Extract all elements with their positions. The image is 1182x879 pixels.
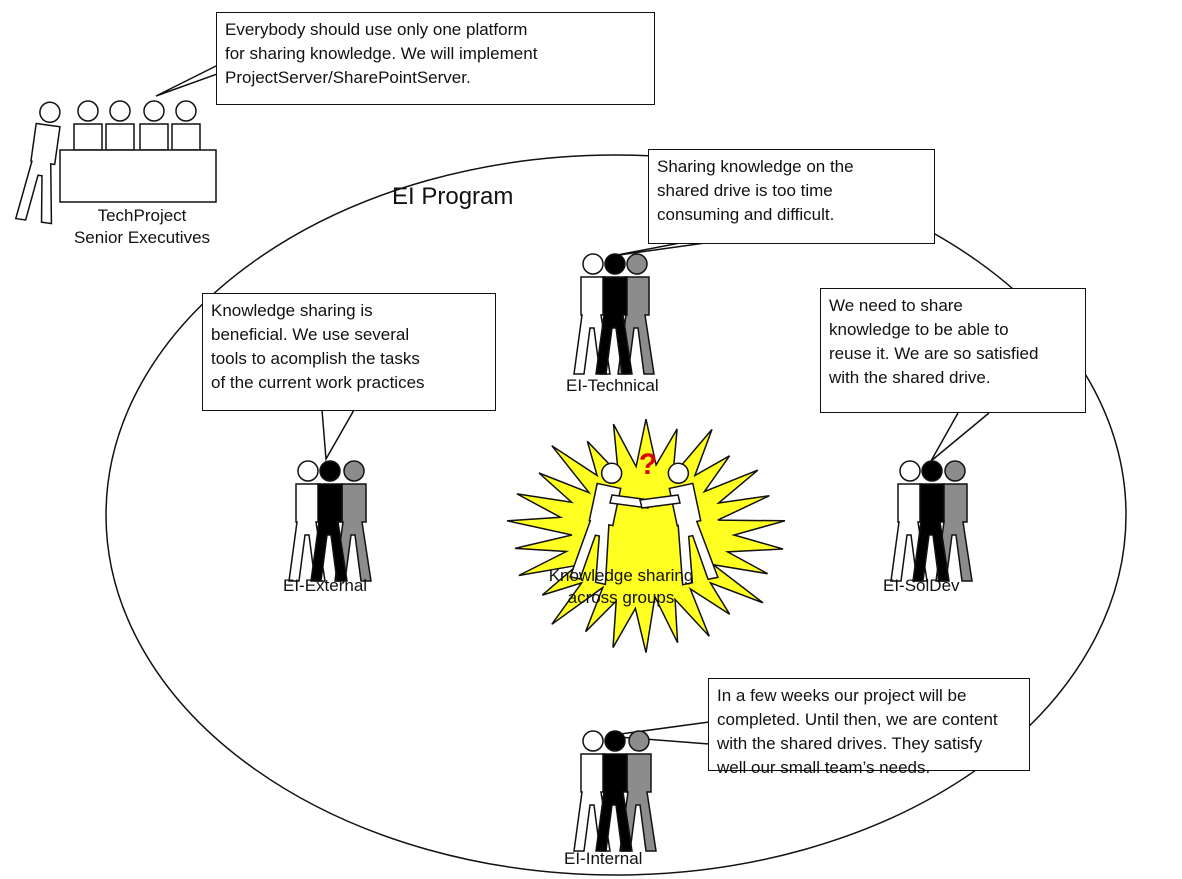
executives-label-line1: TechProject [97,206,187,225]
soldev-callout-line4: with the shared drive. [829,368,991,387]
internal-callout-line4: well our small team’s needs. [717,758,931,777]
external-callout-line2: beneficial. We use several [211,325,410,344]
center-label-line2: across groups [567,588,675,607]
external-callout-tail [321,409,355,462]
executives-callout-line1: Everybody should use only one platform [225,20,528,39]
technical-callout-line3: consuming and difficult. [657,205,835,224]
internal-callout-line1: In a few weeks our project will be [717,686,967,705]
executives-callout-line3: ProjectServer/SharePointServer. [225,68,471,87]
technical-callout: Sharing knowledge on the shared drive is… [648,149,935,244]
external-label: EI-External [283,576,368,595]
soldev-callout-line1: We need to share [829,296,963,315]
executives-label: TechProject Senior Executives [52,205,232,249]
external-callout: Knowledge sharing is beneficial. We use … [202,293,496,411]
knowledge-sharing-starburst [506,418,786,653]
executives-figure [15,98,217,225]
technical-label: EI-Technical [566,376,659,395]
external-callout-line1: Knowledge sharing is [211,301,373,320]
executives-callout: Everybody should use only one platform f… [216,12,655,105]
soldev-callout-line3: reuse it. We are so satisfied [829,344,1039,363]
external-callout-line3: tools to acomplish the tasks [211,349,420,368]
executives-label-line2: Senior Executives [73,228,211,247]
executives-callout-line2: for sharing knowledge. We will implement [225,44,538,63]
handshake-figures [569,458,719,586]
question-mark: ? [639,448,657,481]
technical-callout-line1: Sharing knowledge on the [657,157,854,176]
soldev-callout: We need to share knowledge to be able to… [820,288,1086,413]
technical-callout-line2: shared drive is too time [657,181,833,200]
soldev-callout-line2: knowledge to be able to [829,320,1009,339]
program-title: EI Program [392,183,514,210]
internal-label: EI-Internal [564,849,643,868]
soldev-label: EI-SolDev [883,576,960,595]
internal-callout: In a few weeks our project will be compl… [708,678,1030,777]
center-label-line1: Knowledge sharing [548,566,694,585]
external-callout-line4: of the current work practices [211,373,425,392]
internal-callout-line3: with the shared drives. They satisfy [717,734,983,753]
center-label: Knowledge sharing across groups [531,565,711,609]
internal-callout-line2: completed. Until then, we are content [717,710,998,729]
